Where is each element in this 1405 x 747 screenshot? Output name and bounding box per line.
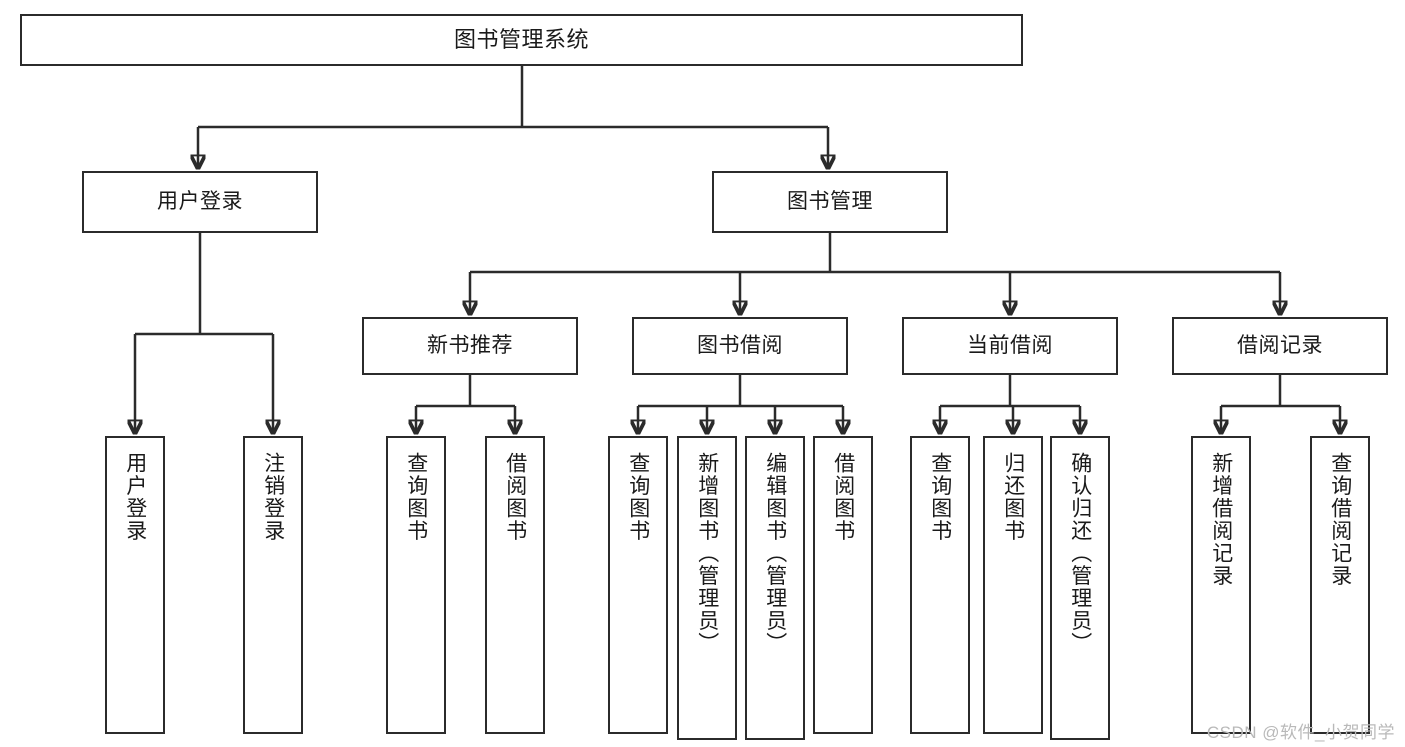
node-label: 注销登录 bbox=[261, 452, 285, 542]
node-leaf-borrow-book-recommend[interactable]: 借阅图书 bbox=[485, 436, 545, 734]
node-label: 编辑图书（管理员） bbox=[763, 452, 787, 655]
node-label: 新增借阅记录 bbox=[1209, 452, 1233, 587]
node-borrow-record[interactable]: 借阅记录 bbox=[1172, 317, 1388, 375]
node-leaf-add-book-admin[interactable]: 新增图书（管理员） bbox=[677, 436, 737, 740]
node-book-borrow[interactable]: 图书借阅 bbox=[632, 317, 848, 375]
watermark-text: CSDN @软件_小贺同学 bbox=[1206, 723, 1395, 742]
edge-userlogin-to-leaves bbox=[135, 233, 273, 433]
node-label: 归还图书 bbox=[1001, 452, 1025, 542]
node-label: 查询借阅记录 bbox=[1328, 452, 1352, 587]
node-label: 借阅图书 bbox=[503, 452, 527, 542]
node-new-book-recommend[interactable]: 新书推荐 bbox=[362, 317, 578, 375]
node-label: 用户登录 bbox=[157, 190, 243, 214]
node-label: 图书管理 bbox=[787, 190, 873, 214]
node-leaf-query-book-current[interactable]: 查询图书 bbox=[910, 436, 970, 734]
node-label: 新书推荐 bbox=[427, 334, 513, 358]
edge-root-to-level2 bbox=[198, 66, 828, 168]
node-label: 借阅图书 bbox=[831, 452, 855, 542]
node-label: 图书管理系统 bbox=[453, 26, 589, 52]
node-leaf-edit-book-admin[interactable]: 编辑图书（管理员） bbox=[745, 436, 805, 740]
edge-bookmanagement-to-level3 bbox=[470, 233, 1280, 314]
node-leaf-add-borrow-record[interactable]: 新增借阅记录 bbox=[1191, 436, 1251, 734]
node-leaf-borrow-book[interactable]: 借阅图书 bbox=[813, 436, 873, 734]
node-leaf-return-book[interactable]: 归还图书 bbox=[983, 436, 1043, 734]
edge-currentborrow-to-leaves bbox=[940, 375, 1080, 433]
node-leaf-logout[interactable]: 注销登录 bbox=[243, 436, 303, 734]
edge-borrowrecord-to-leaves bbox=[1221, 375, 1340, 433]
node-user-login[interactable]: 用户登录 bbox=[82, 171, 318, 233]
node-leaf-query-book-recommend[interactable]: 查询图书 bbox=[386, 436, 446, 734]
node-book-management[interactable]: 图书管理 bbox=[712, 171, 948, 233]
node-leaf-query-book-borrow[interactable]: 查询图书 bbox=[608, 436, 668, 734]
node-label: 查询图书 bbox=[928, 452, 952, 542]
node-leaf-query-borrow-record[interactable]: 查询借阅记录 bbox=[1310, 436, 1370, 734]
edge-newbook-to-leaves bbox=[416, 375, 515, 433]
node-current-borrow[interactable]: 当前借阅 bbox=[902, 317, 1118, 375]
node-label: 借阅记录 bbox=[1237, 334, 1323, 358]
node-label: 新增图书（管理员） bbox=[695, 452, 719, 655]
node-label: 查询图书 bbox=[626, 452, 650, 542]
node-leaf-user-login[interactable]: 用户登录 bbox=[105, 436, 165, 734]
node-leaf-confirm-return-admin[interactable]: 确认归还（管理员） bbox=[1050, 436, 1110, 740]
node-label: 确认归还（管理员） bbox=[1068, 452, 1092, 655]
node-root-system[interactable]: 图书管理系统 bbox=[20, 14, 1023, 66]
node-label: 用户登录 bbox=[123, 452, 147, 542]
edge-bookborrow-to-leaves bbox=[638, 375, 843, 433]
node-label: 当前借阅 bbox=[967, 334, 1053, 358]
node-label: 图书借阅 bbox=[697, 334, 783, 358]
node-label: 查询图书 bbox=[404, 452, 428, 542]
